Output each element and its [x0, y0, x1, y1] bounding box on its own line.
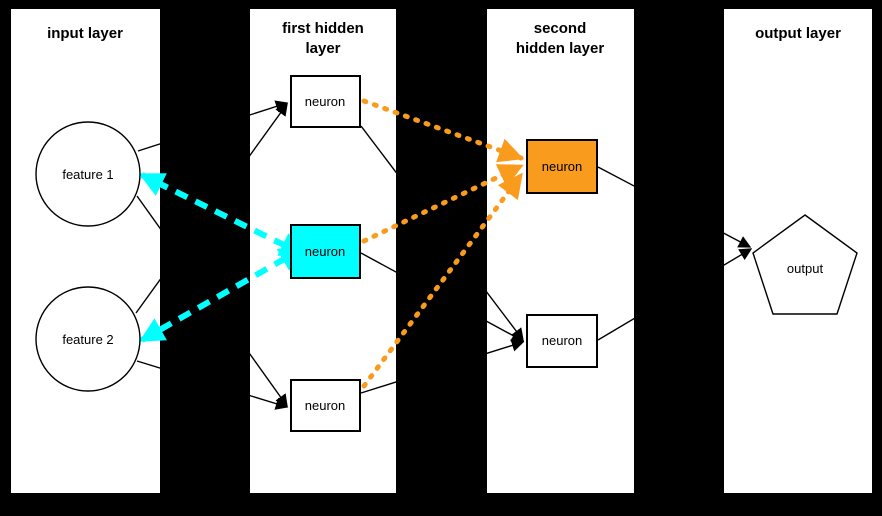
h2-neuron-top-shape[interactable] [526, 139, 598, 194]
edge-feature1-to-h1top [137, 100, 289, 152]
node-feature-2[interactable]: feature 2 [35, 286, 141, 392]
edge-h1bottom-to-h2bottom [360, 339, 525, 394]
orange-highlight-edges [361, 98, 524, 389]
feature-2-shape[interactable] [35, 286, 141, 392]
node-h2-neuron-top[interactable]: neuron [526, 139, 598, 194]
edge-orange-h1bottom-to-h2top [361, 172, 524, 389]
edge-h2bottom-to-output [597, 248, 753, 341]
h1-neuron-bottom-label: neuron [305, 398, 345, 413]
h1-neuron-bottom-shape[interactable] [290, 379, 361, 432]
edge-feature2-to-h1bottom [136, 360, 289, 410]
second-hidden-layer-group: second hidden layer neuron neuron [516, 20, 605, 368]
feature-1-shape[interactable] [35, 121, 141, 227]
first-hidden-layer-title-line-1: first hidden [282, 20, 364, 37]
input-layer-title: input layer [47, 25, 123, 42]
node-h1-neuron-bottom[interactable]: neuron [290, 379, 361, 432]
output-node-shape[interactable] [752, 214, 858, 315]
h2-neuron-bottom-shape[interactable] [526, 314, 598, 368]
h1-neuron-mid-label: neuron [305, 244, 345, 259]
node-feature-1[interactable]: feature 1 [35, 121, 141, 227]
h2-neuron-bottom-label: neuron [542, 333, 582, 348]
node-h2-neuron-bottom[interactable]: neuron [526, 314, 598, 368]
h1-neuron-top-shape[interactable] [290, 75, 361, 128]
panel-second-hidden-layer [487, 9, 634, 493]
output-layer-title: output layer [755, 25, 841, 42]
h1-neuron-top-label: neuron [305, 94, 345, 109]
second-hidden-layer-title-line-2: hidden layer [516, 40, 605, 57]
h1-neuron-mid-shape[interactable] [290, 224, 361, 279]
edge-cyan-h1mid-to-feature2 [138, 247, 305, 343]
feature-1-label: feature 1 [62, 167, 113, 182]
output-layer-group: output layer output [752, 25, 858, 315]
h2-neuron-top-label: neuron [542, 159, 582, 174]
cyan-highlight-edges [138, 172, 306, 343]
layer-panels [11, 9, 872, 493]
node-h1-neuron-mid[interactable]: neuron [290, 224, 361, 279]
plain-edges [135, 100, 753, 410]
edge-cyan-h1mid-to-feature1 [138, 172, 306, 256]
edge-h1top-to-h2bottom [360, 125, 524, 342]
feature-2-label: feature 2 [62, 332, 113, 347]
node-output[interactable]: output [752, 214, 858, 315]
panel-input-layer [11, 9, 160, 493]
edge-h2top-to-output [597, 166, 752, 248]
edge-orange-h1mid-to-h2top [361, 163, 524, 244]
first-hidden-layer-group: first hidden layer neuron neuron neuron [282, 20, 364, 432]
edge-h1mid-to-h2bottom [360, 252, 525, 342]
first-hidden-layer-title-line-2: layer [305, 40, 340, 57]
second-hidden-layer-title-line-1: second [534, 20, 587, 37]
input-layer-group: input layer feature 1 feature 2 [35, 25, 141, 392]
node-h1-neuron-top[interactable]: neuron [290, 75, 361, 128]
output-node-label: output [787, 261, 824, 276]
